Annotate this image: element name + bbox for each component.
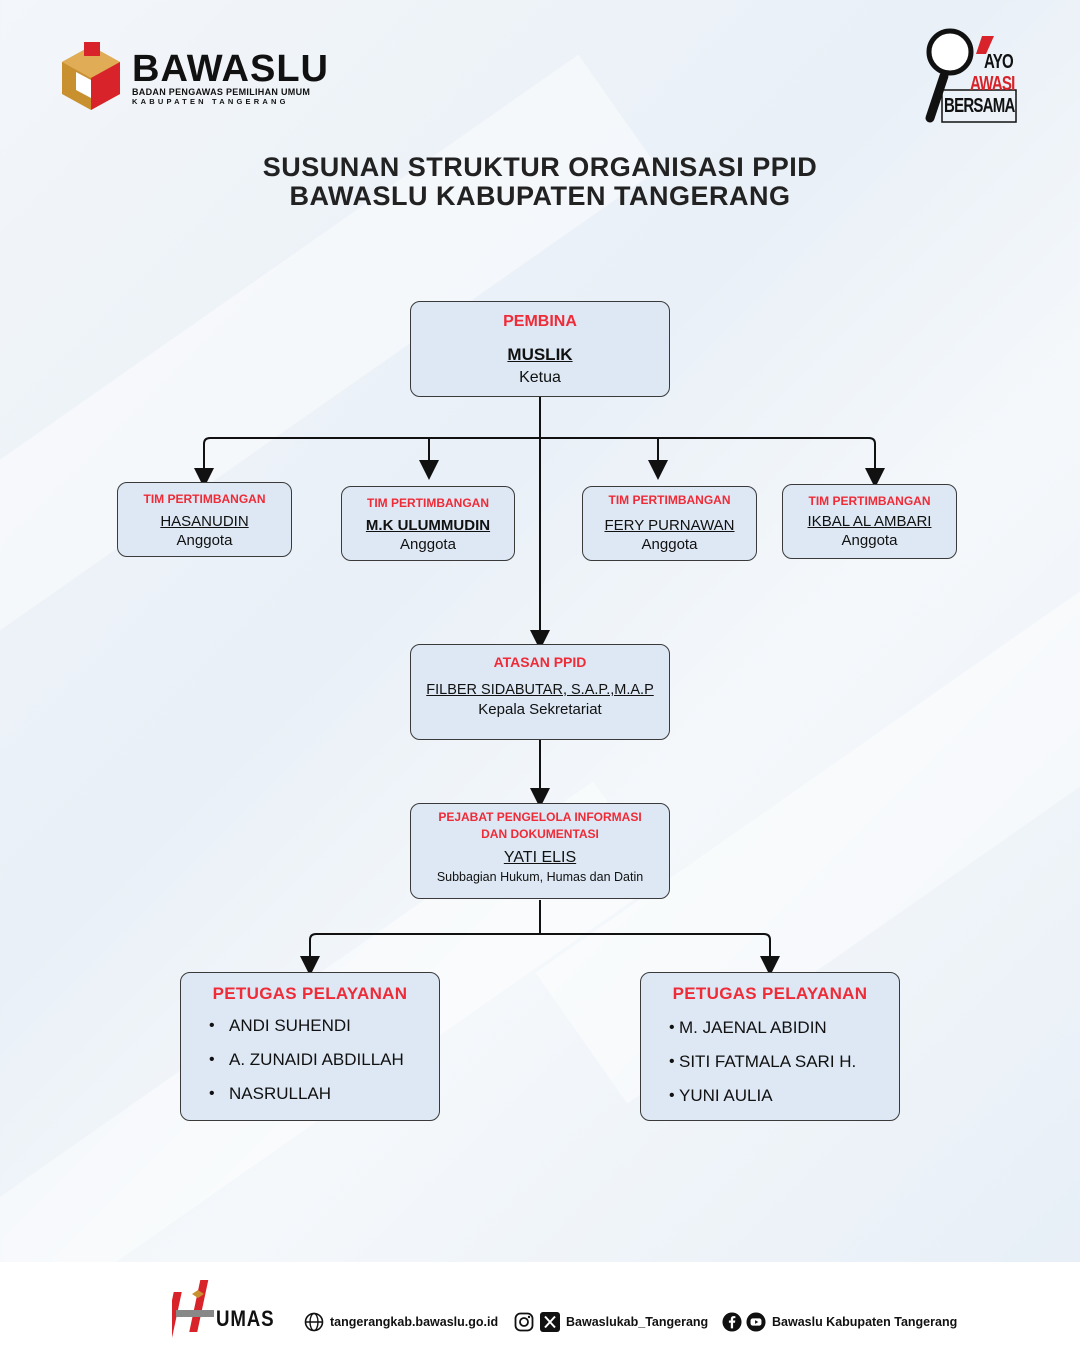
badge-line-awasi: AWASI — [970, 73, 1015, 95]
tim-position: Anggota — [841, 532, 898, 549]
instagram-icon — [514, 1312, 534, 1332]
footer-facebook-youtube[interactable]: Bawaslu Kabupaten Tangerang — [722, 1312, 957, 1332]
tim-box-1: TIM PERTIMBANGAN HASANUDIN Anggota — [117, 482, 292, 557]
logo-brand-text: BAWASLU — [132, 47, 329, 90]
magnifier-icon — [925, 28, 1017, 123]
logo-subtitle-region: KABUPATEN TANGERANG — [132, 96, 289, 106]
footer: UMAS tangerangkab.bawaslu.go.id Bawasluk… — [0, 1262, 1080, 1350]
petugas-box-left: PETUGAS PELAYANAN ANDI SUHENDI A. ZUNAID… — [180, 972, 440, 1121]
youtube-icon — [746, 1312, 766, 1332]
tim-role: TIM PERTIMBANGAN — [367, 496, 489, 510]
tim-position: Anggota — [400, 536, 456, 553]
list-item: NASRULLAH — [181, 1077, 439, 1111]
bawaslu-emblem-icon — [62, 42, 120, 110]
list-item: SITI FATMALA SARI H. — [641, 1045, 899, 1079]
social-handle-text: Bawaslukab_Tangerang — [566, 1315, 709, 1329]
tim-role: TIM PERTIMBANGAN — [808, 494, 931, 508]
ppid-role-line1: PEJABAT PENGELOLA INFORMASI — [438, 810, 642, 824]
globe-icon — [304, 1312, 324, 1332]
petugas-list: M. JAENAL ABIDIN SITI FATMALA SARI H. YU… — [641, 1011, 899, 1113]
pembina-role: PEMBINA — [503, 313, 577, 330]
ppid-name: YATI ELIS — [503, 849, 577, 866]
atasan-position: Kepala Sekretariat — [478, 701, 602, 718]
facebook-youtube-text: Bawaslu Kabupaten Tangerang — [772, 1315, 958, 1329]
petugas-list: ANDI SUHENDI A. ZUNAIDI ABDILLAH NASRULL… — [181, 1009, 439, 1111]
footer-website[interactable]: tangerangkab.bawaslu.go.id — [304, 1312, 498, 1332]
x-twitter-icon — [540, 1312, 560, 1332]
tim-role: TIM PERTIMBANGAN — [143, 492, 266, 506]
pembina-box: PEMBINA MUSLIK Ketua — [410, 301, 670, 397]
website-text: tangerangkab.bawaslu.go.id — [330, 1315, 499, 1329]
ayo-awasi-bersama-badge: AYO AWASI BERSAMA — [924, 28, 1024, 124]
list-item: M. JAENAL ABIDIN — [641, 1011, 899, 1045]
pembina-position: Ketua — [519, 369, 561, 386]
footer-social[interactable]: Bawaslukab_Tangerang — [514, 1312, 708, 1332]
tim-name: FERY PURNAWAN — [604, 517, 735, 534]
atasan-name: FILBER SIDABUTAR, S.A.P.,M.A.P — [426, 682, 654, 698]
list-item: A. ZUNAIDI ABDILLAH — [181, 1043, 439, 1077]
badge-line-ayo: AYO — [984, 51, 1014, 73]
tim-box-2: TIM PERTIMBANGAN M.K ULUMMUDIN Anggota — [341, 486, 515, 561]
tim-name: M.K ULUMMUDIN — [365, 517, 491, 534]
humas-emblem-icon — [172, 1280, 214, 1340]
logo-subtitle: BADAN PENGAWAS PEMILIHAN UMUM — [132, 86, 311, 97]
tim-box-4: TIM PERTIMBANGAN IKBAL AL AMBARI Anggota — [782, 484, 957, 559]
tim-role: TIM PERTIMBANGAN — [608, 493, 731, 507]
ppid-role-line2: DAN DOKUMENTASI — [481, 827, 599, 841]
tim-position: Anggota — [641, 536, 698, 553]
list-item: YUNI AULIA — [641, 1079, 899, 1113]
pembina-name: MUSLIK — [507, 345, 573, 364]
humas-logo-text: UMAS — [216, 1306, 275, 1331]
list-item: ANDI SUHENDI — [181, 1009, 439, 1043]
page-title: SUSUNAN STRUKTUR ORGANISASI PPID — [262, 152, 818, 182]
facebook-icon — [722, 1312, 742, 1332]
connector-petugas-bus — [309, 933, 771, 966]
petugas-role: PETUGAS PELAYANAN — [212, 984, 408, 1003]
badge-line-bersama: BERSAMA — [944, 95, 1015, 117]
org-chart-connectors — [194, 397, 885, 976]
tim-name: IKBAL AL AMBARI — [807, 513, 932, 530]
bawaslu-logo: BAWASLU BADAN PENGAWAS PEMILIHAN UMUM KA… — [58, 42, 329, 114]
atasan-role: ATASAN PPID — [493, 654, 587, 670]
tim-name: HASANUDIN — [160, 513, 249, 530]
page-subtitle: BAWASLU KABUPATEN TANGERANG — [289, 181, 791, 211]
petugas-role: PETUGAS PELAYANAN — [672, 984, 868, 1003]
ppid-position: Subbagian Hukum, Humas dan Datin — [436, 870, 644, 884]
humas-logo: UMAS — [172, 1272, 287, 1342]
atasan-box: ATASAN PPID FILBER SIDABUTAR, S.A.P.,M.A… — [410, 644, 670, 740]
tim-position: Anggota — [176, 532, 233, 549]
petugas-box-right: PETUGAS PELAYANAN M. JAENAL ABIDIN SITI … — [640, 972, 900, 1121]
tim-box-3: TIM PERTIMBANGAN FERY PURNAWAN Anggota — [582, 486, 757, 561]
ppid-box: PEJABAT PENGELOLA INFORMASI DAN DOKUMENT… — [410, 803, 670, 899]
